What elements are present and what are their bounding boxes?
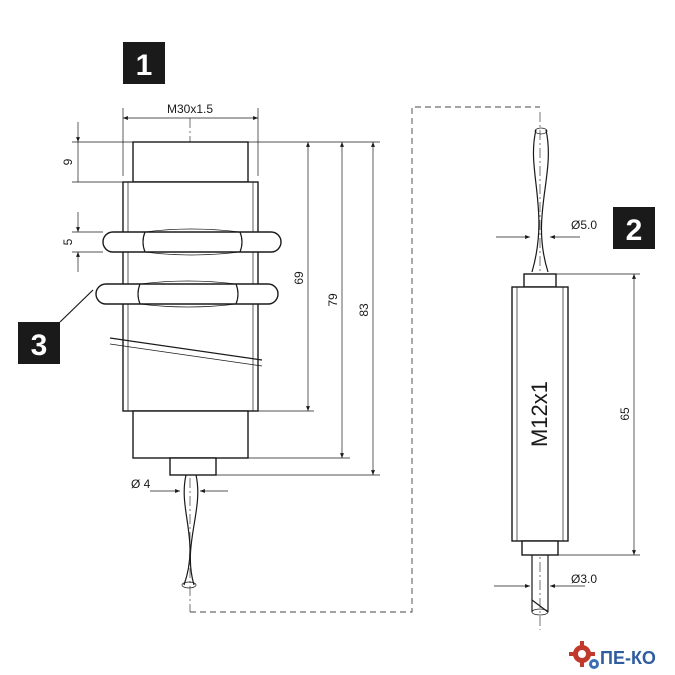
sensor-1-cable [181, 474, 199, 589]
sensor-lower-body [132, 410, 249, 459]
badge-3-leader [59, 289, 94, 323]
logo: ПЕ-КО [569, 641, 656, 669]
connector-top-ferrule [523, 273, 557, 288]
dim-9: 9 [61, 158, 75, 165]
sensor-cable-gland [169, 457, 217, 476]
dim-5: 5 [61, 238, 75, 245]
dim-dia-3: Ø3.0 [571, 572, 597, 586]
connection-dashed-line [190, 106, 540, 613]
nut-upper [102, 228, 282, 256]
connector-2: 2 M12x1 Ø5.0 65 Ø3.0 [494, 112, 655, 630]
dim-69: 69 [292, 271, 306, 285]
dim-65: 65 [618, 407, 632, 421]
badge-3-box [18, 322, 60, 364]
dim-dia-5: Ø5.0 [571, 218, 597, 232]
badge-3-label: 3 [31, 329, 48, 362]
badge-2-box [613, 207, 655, 249]
dim-79: 79 [326, 293, 340, 307]
connector-bottom-ferrule [521, 540, 559, 556]
badge-1-label: 1 [136, 49, 153, 82]
connector-thread-label: M12x1 [527, 381, 552, 447]
sensor-head [132, 141, 249, 183]
badge-2-label: 2 [626, 214, 643, 247]
dim-83: 83 [357, 303, 371, 317]
sensor-1: 1 [18, 42, 380, 612]
badge-1-box [123, 42, 165, 84]
gear-icon [569, 641, 599, 669]
nut-lower [95, 280, 279, 308]
led-stripe [109, 337, 263, 361]
dim-dia-4: Ø 4 [131, 477, 151, 491]
logo-text: ПЕ-КО [600, 648, 656, 668]
dim-thread-main: M30x1.5 [167, 102, 213, 116]
